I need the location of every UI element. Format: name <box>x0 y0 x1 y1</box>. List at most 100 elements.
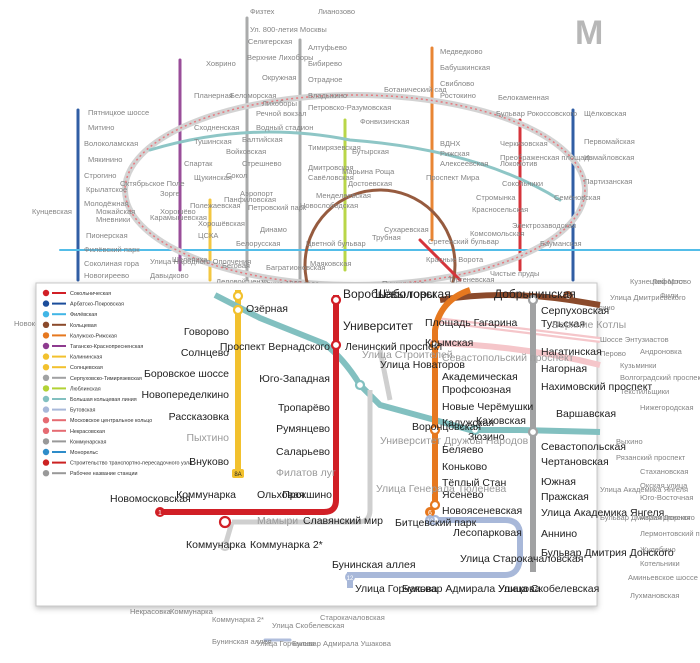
station-label[interactable]: Коммунарка <box>186 539 246 551</box>
background-station-label: Пионерская <box>86 231 128 240</box>
station-label[interactable]: Ольховая <box>257 489 305 501</box>
bg-line-red-centre <box>418 238 462 282</box>
station-label[interactable]: Пыхтино <box>186 432 229 444</box>
station-label[interactable]: Мамыри <box>257 515 298 527</box>
station-label[interactable]: Лесопарковая <box>453 527 522 539</box>
station-label[interactable]: Чертановская <box>541 456 609 468</box>
station-label[interactable]: Внуково <box>189 456 229 468</box>
station-marker[interactable] <box>527 294 539 306</box>
station-label[interactable]: Аннино <box>541 528 577 540</box>
station-label[interactable]: Профсоюзная <box>442 384 511 396</box>
station-label[interactable]: Коммунарка 2* <box>250 539 323 551</box>
station-label[interactable]: Рассказовка <box>169 411 229 423</box>
station-label[interactable]: Улица Генерала Тюленева <box>376 483 506 495</box>
background-station-label: Багратионовская <box>266 263 325 272</box>
station-label[interactable]: Варшавская <box>556 408 616 420</box>
station-label[interactable]: Университет <box>343 319 413 333</box>
background-station-label: Красные Ворота <box>426 255 484 264</box>
station-label[interactable]: Севастопольская <box>541 441 626 453</box>
background-station-label: Планерная <box>194 91 233 100</box>
station-label[interactable]: Солнцево <box>181 347 229 359</box>
background-station-label: Семёновская <box>554 193 601 202</box>
background-station-label: Можайская <box>96 207 135 216</box>
station-label[interactable]: Улица Скобелевская <box>498 583 599 595</box>
background-station-label: Андроновка <box>640 347 683 356</box>
background-station-label: Стрешнево <box>242 159 282 168</box>
legend-line-icon <box>52 440 66 443</box>
station-label[interactable]: Бульвар Адмирала Ушакова <box>402 583 541 595</box>
station-label[interactable]: Бунинская аллея <box>332 559 416 571</box>
station-marker[interactable] <box>219 540 231 552</box>
station-label[interactable]: Филатов луг <box>276 467 336 479</box>
station-marker[interactable] <box>429 339 441 351</box>
station-label[interactable]: Коньково <box>442 461 487 473</box>
station-label[interactable]: Нагатинская <box>541 346 602 358</box>
station-label[interactable]: Озёрная <box>246 303 288 315</box>
station-label[interactable]: Говорово <box>184 326 229 338</box>
station-label[interactable]: Воронцовская <box>412 421 481 433</box>
legend-line-icon <box>52 387 66 390</box>
station-label[interactable]: Улица Академика Янгеля <box>541 507 664 519</box>
station-label[interactable]: Верхние Котлы <box>552 319 626 331</box>
station-label[interactable]: Нахимовский проспект <box>541 381 652 393</box>
station-label[interactable]: Площадь Гагарина <box>425 317 518 329</box>
station-label[interactable]: Новые Черёмушки <box>442 401 533 413</box>
station-label[interactable]: Академическая <box>442 371 518 383</box>
station-label[interactable]: Тропарёво <box>278 402 330 414</box>
station-marker[interactable] <box>429 499 441 511</box>
legend-label: Бутовская <box>70 408 95 414</box>
station-label[interactable]: Севастопольский проспект <box>442 352 574 364</box>
station-marker[interactable] <box>527 426 539 438</box>
station-marker[interactable] <box>218 515 232 529</box>
station-label[interactable]: Шаболовская <box>375 287 451 301</box>
station-marker[interactable] <box>330 339 342 351</box>
station-marker[interactable] <box>354 379 366 391</box>
legend-swatch-icon <box>42 406 50 413</box>
station-label[interactable]: Улица Старокачаловская <box>460 553 583 565</box>
station-label[interactable]: Битцевский парк <box>395 517 477 529</box>
station-label[interactable]: Коммунарка <box>176 489 236 501</box>
station-label[interactable]: Проспект Вернадского <box>220 341 330 353</box>
legend: СокольническаяАрбатско-ПокровскаяФилёвск… <box>42 289 192 477</box>
station-label[interactable]: Тульская <box>541 318 585 330</box>
station-label[interactable]: Бульвар Дмитрия Донского <box>541 547 674 559</box>
station-label[interactable]: Улица Горчакова <box>355 583 437 595</box>
station-label[interactable]: Беляево <box>442 444 483 456</box>
station-label[interactable]: Университет Дружбы Народов <box>380 435 529 447</box>
station-label[interactable]: Новомосковская <box>110 493 191 505</box>
station-label[interactable]: Юго-Западная <box>259 373 330 385</box>
station-marker[interactable] <box>330 294 342 306</box>
background-station-label: Окружная <box>262 73 296 82</box>
zoom-panel[interactable]: СокольническаяАрбатско-ПокровскаяФилёвск… <box>35 282 674 607</box>
station-label[interactable]: Тёплый Стан <box>442 477 507 489</box>
station-label[interactable]: Румянцево <box>276 423 330 435</box>
station-label[interactable]: Каховская <box>476 415 526 427</box>
station-label[interactable]: Боровское шоссе <box>144 368 229 380</box>
station-label[interactable]: Южная <box>541 476 576 488</box>
station-label[interactable]: Ленинский проспект <box>345 341 444 353</box>
station-label[interactable]: Пражская <box>541 491 589 503</box>
station-marker[interactable] <box>232 304 244 316</box>
station-label[interactable]: Ясенево <box>442 489 484 501</box>
station-label[interactable]: Улица Строителей <box>362 349 453 361</box>
station-label[interactable]: Саларьево <box>276 446 330 458</box>
station-label[interactable]: Новопеределкино <box>141 389 229 401</box>
station-label[interactable]: Крымская <box>425 337 473 349</box>
station-marker[interactable] <box>429 424 441 436</box>
station-label[interactable]: Новоясеневская <box>442 505 522 517</box>
station-marker[interactable] <box>232 290 244 302</box>
station-label[interactable]: Нагорная <box>541 363 587 375</box>
station-label[interactable]: Прокшино <box>282 489 332 501</box>
station-label[interactable]: Славянский мир <box>303 515 383 527</box>
station-label[interactable]: Зюзино <box>468 431 505 443</box>
station-label[interactable]: Воробьёвы горы <box>343 287 435 301</box>
station-label[interactable]: Калужская <box>442 417 494 429</box>
station-label[interactable]: Серпуховская <box>541 305 609 317</box>
station-label[interactable]: Добрынинская <box>494 287 576 301</box>
station-label[interactable]: Улица Новаторов <box>380 359 465 371</box>
legend-line-icon <box>52 472 66 475</box>
station-marker[interactable] <box>469 424 481 436</box>
background-station-label: Локомотив <box>500 159 537 168</box>
